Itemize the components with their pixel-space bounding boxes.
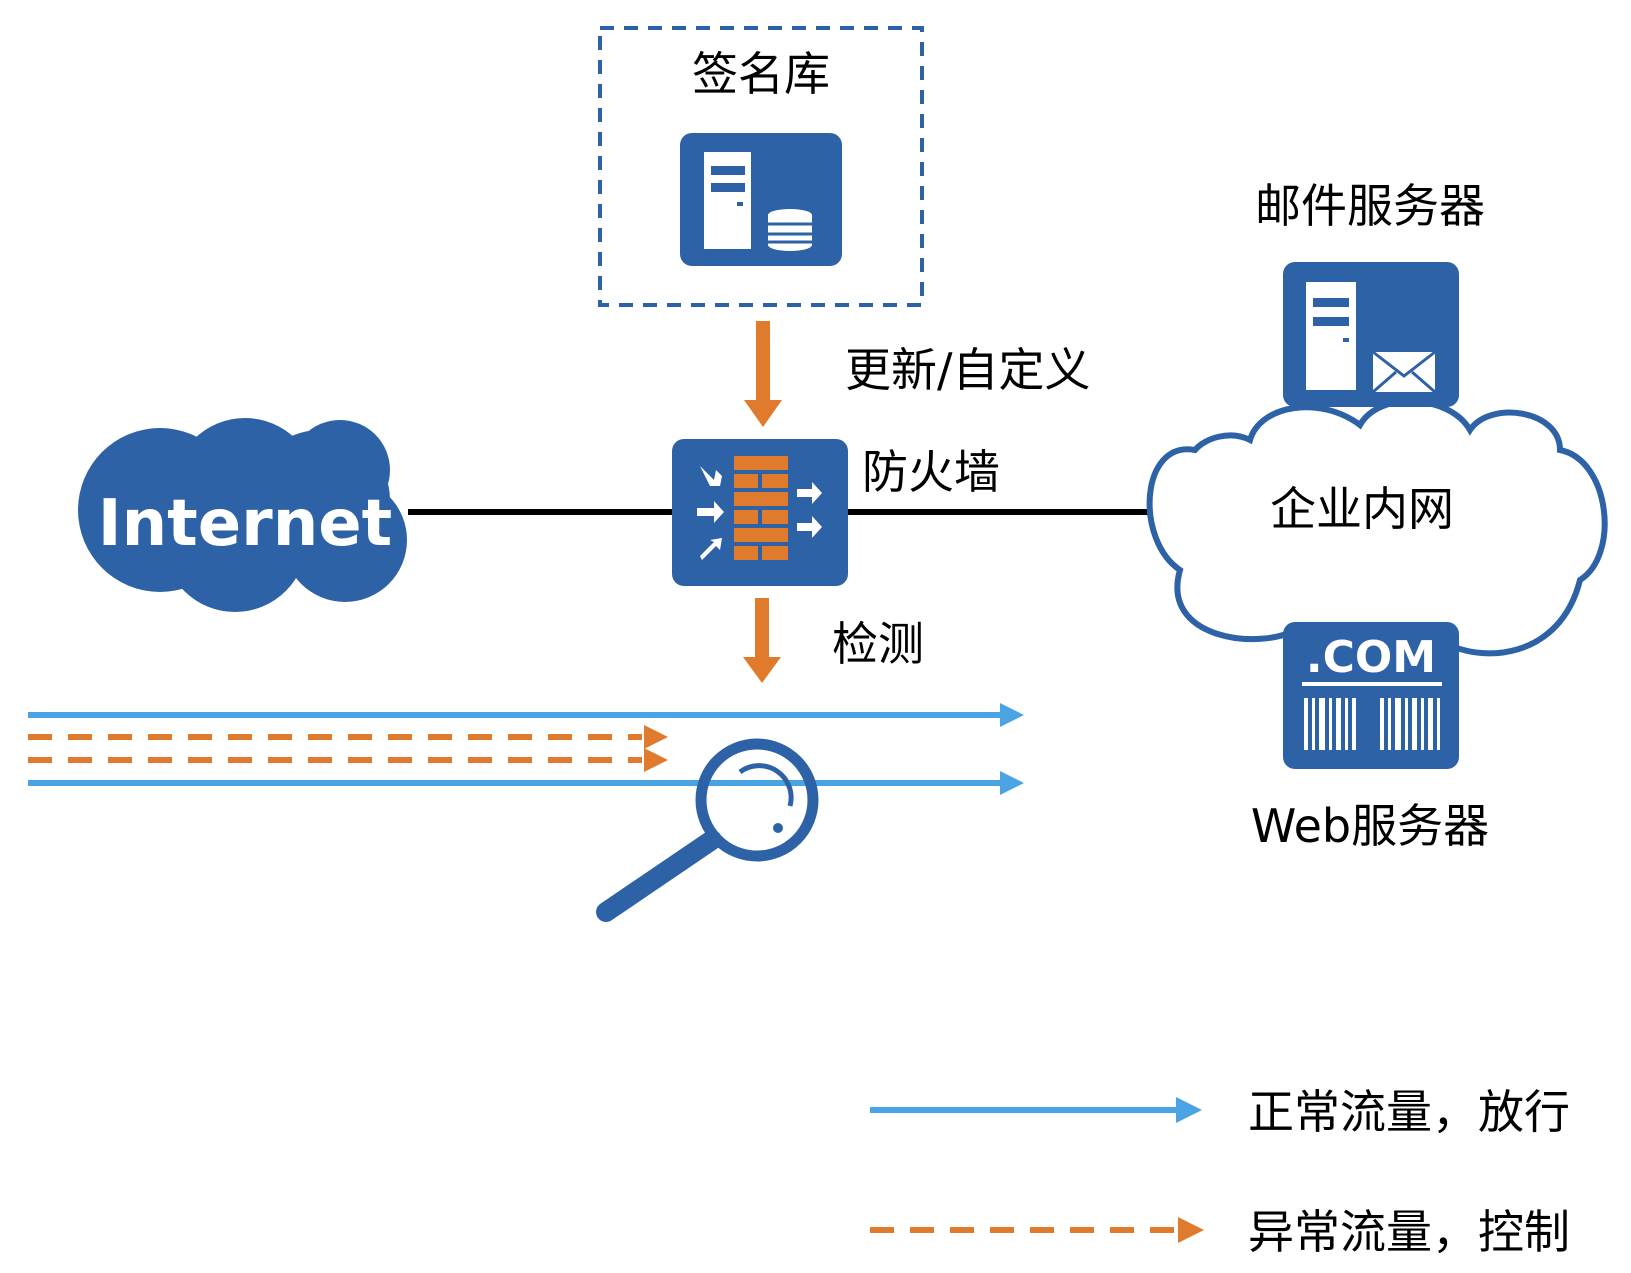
magnifier-icon [596,738,819,922]
detect-arrow [743,598,781,683]
detect-label: 检测 [832,617,924,671]
legend: 正常流量，放行 异常流量，控制 [870,1085,1570,1259]
firewall-label: 防火墙 [862,445,1000,499]
internet-label: Internet [98,487,393,561]
internet-cloud: Internet [78,418,407,612]
web-server-icon: .COM [1283,622,1459,769]
server-mail-icon [1283,262,1459,407]
legend-normal-label: 正常流量，放行 [1248,1085,1570,1139]
update-arrow [744,321,782,427]
traffic-lines [28,703,1024,795]
signature-db-frame [598,26,924,307]
com-label: .COM [1306,632,1436,683]
firewall-icon [672,439,848,586]
web-server-label: Web服务器 [1251,799,1489,853]
intranet-label: 企业内网 [1270,482,1454,536]
server-database-icon [680,133,842,266]
update-custom-label: 更新/自定义 [845,343,1091,397]
signature-db-label: 签名库 [692,47,830,101]
intranet-cloud: 企业内网 [1146,398,1608,676]
signature-db-group: 签名库 [598,26,924,307]
mail-server-label: 邮件服务器 [1255,179,1485,233]
legend-abnormal-label: 异常流量，控制 [1248,1205,1570,1259]
